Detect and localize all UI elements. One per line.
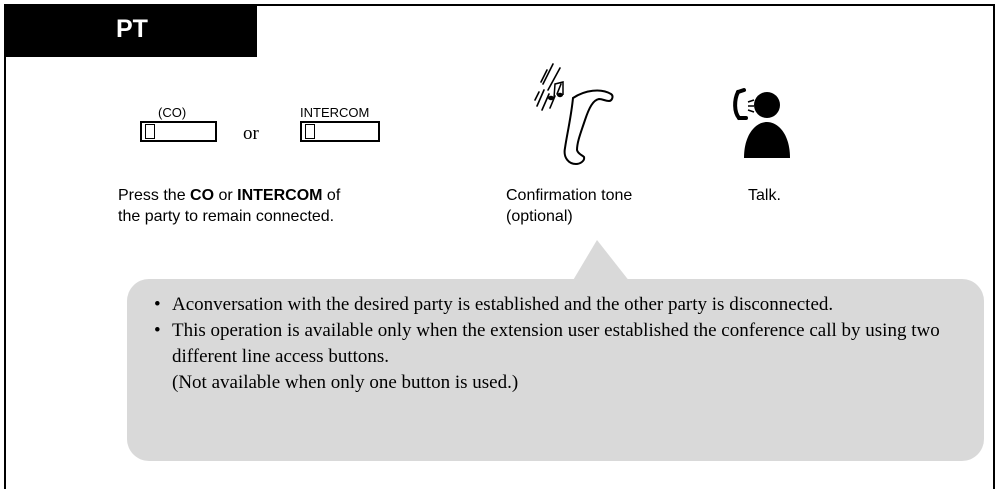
intercom-button-lamp	[305, 124, 315, 139]
co-button-lamp	[145, 124, 155, 139]
note-text: Aconversation with the desired party is …	[172, 294, 834, 315]
co-button[interactable]	[140, 121, 217, 142]
press-caption-middle: or	[214, 187, 238, 204]
note-bullet: •	[154, 320, 161, 341]
intercom-button[interactable]	[300, 121, 380, 142]
or-text: or	[243, 123, 259, 144]
notes-callout	[127, 279, 984, 461]
talk-caption: Talk.	[748, 187, 781, 204]
press-caption-line2: the party to remain connected.	[118, 208, 335, 225]
note-text: This operation is available only when th…	[172, 320, 940, 367]
note-subtext: (Not available when only one button is u…	[172, 372, 519, 393]
intercom-button-label: INTERCOM	[300, 105, 370, 120]
tone-caption-line1: Confirmation tone	[506, 187, 633, 204]
co-button-label: (CO)	[158, 105, 187, 120]
tone-caption-line2: (optional)	[506, 208, 573, 225]
tone-caption: Confirmation tone (optional)	[506, 185, 632, 227]
person-talking-icon	[733, 88, 790, 158]
pt-tab-header: PT	[4, 4, 257, 57]
press-caption-suffix: of	[322, 187, 341, 204]
note-item: • This operation is available only when …	[150, 318, 960, 396]
callout-pointer	[572, 240, 630, 282]
note-bullet: •	[154, 294, 161, 315]
press-caption: Press the CO or INTERCOM of the party to…	[118, 185, 340, 227]
note-item: • Aconversation with the desired party i…	[150, 292, 960, 318]
procedure-frame	[4, 4, 995, 489]
co-keyword: CO	[190, 187, 215, 204]
notes-list: • Aconversation with the desired party i…	[150, 292, 960, 396]
pt-tab-label: PT	[116, 15, 148, 43]
press-caption-prefix: Press the	[118, 187, 191, 204]
intercom-keyword: INTERCOM	[237, 187, 323, 204]
handset-ringing-icon	[534, 63, 614, 166]
